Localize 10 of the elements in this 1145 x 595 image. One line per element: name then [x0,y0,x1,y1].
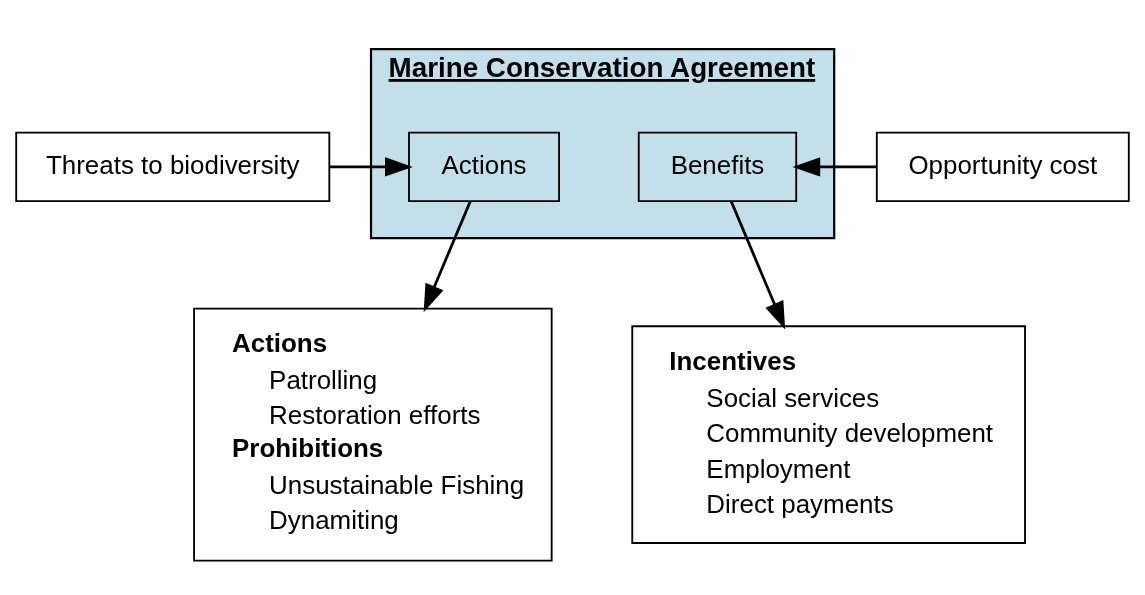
node-box: Actions [408,131,560,203]
node-box: Actions Patrolling Restoration efforts Prohibitions Unsustainable Fishing Dynamiting [193,307,553,562]
node-box: Benefits [637,131,798,203]
arrow [423,201,472,313]
node-box: Incentives Social services Community development Employment Direct payments [631,325,1026,544]
arrow [329,157,413,177]
node-box: Threats to biodiversity [15,131,331,203]
arrow [792,157,877,177]
node-box: Opportunity cost [875,131,1130,203]
arrow [730,201,786,330]
